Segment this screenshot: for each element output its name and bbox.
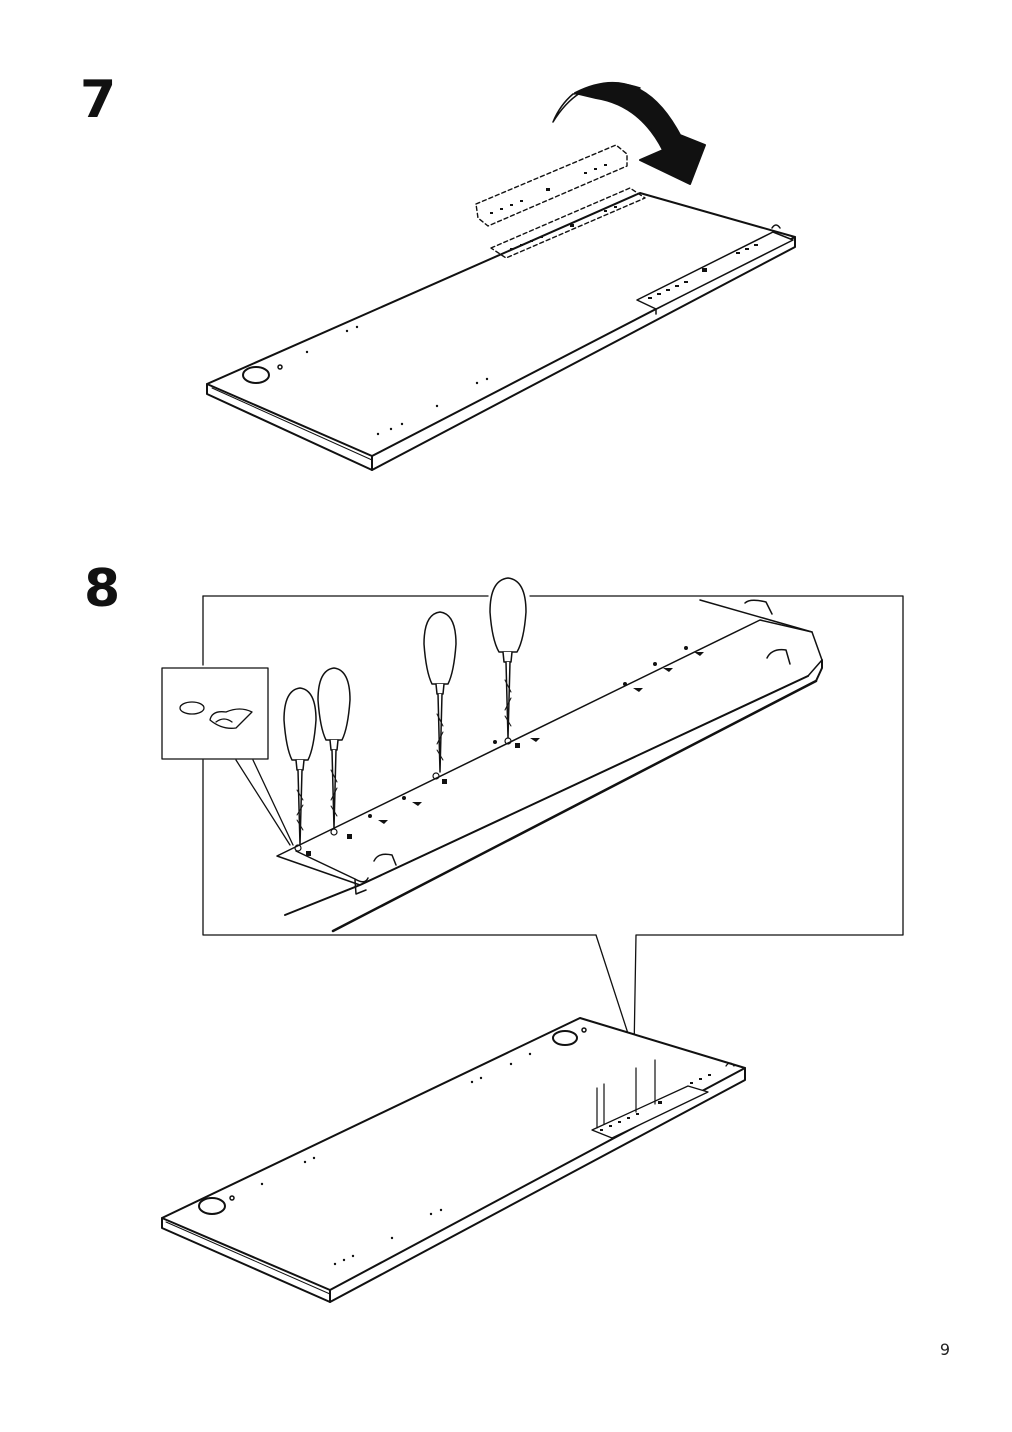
- step-7-illustration: [206, 82, 796, 471]
- curved-flip-arrow-icon: [552, 82, 706, 185]
- bracket-mounted: [636, 224, 794, 315]
- pilot-hole-detail-icon: [161, 667, 294, 846]
- screwdriver-icon: [283, 577, 527, 846]
- screwdriver-1: [283, 687, 317, 846]
- screwdriver-2: [317, 667, 351, 829]
- bracket-ghost: [475, 144, 646, 259]
- pilot-hole-dots: [305, 325, 489, 436]
- step-7-number: 7: [80, 70, 117, 130]
- screwdriver-guides: [596, 1059, 656, 1129]
- step-8-board: [161, 1017, 746, 1303]
- step-7-board: [206, 144, 796, 471]
- screwdriver-3: [423, 611, 457, 773]
- step-8-illustration: [161, 577, 904, 1303]
- page-number: 9: [939, 1340, 950, 1359]
- detail-callout-frame: [202, 595, 904, 1053]
- enlarged-board: [276, 599, 823, 933]
- bracket-marks: [306, 646, 704, 856]
- screwdriver-4: [489, 577, 527, 739]
- step-8-number: 8: [84, 559, 121, 619]
- board-hole: [242, 366, 270, 384]
